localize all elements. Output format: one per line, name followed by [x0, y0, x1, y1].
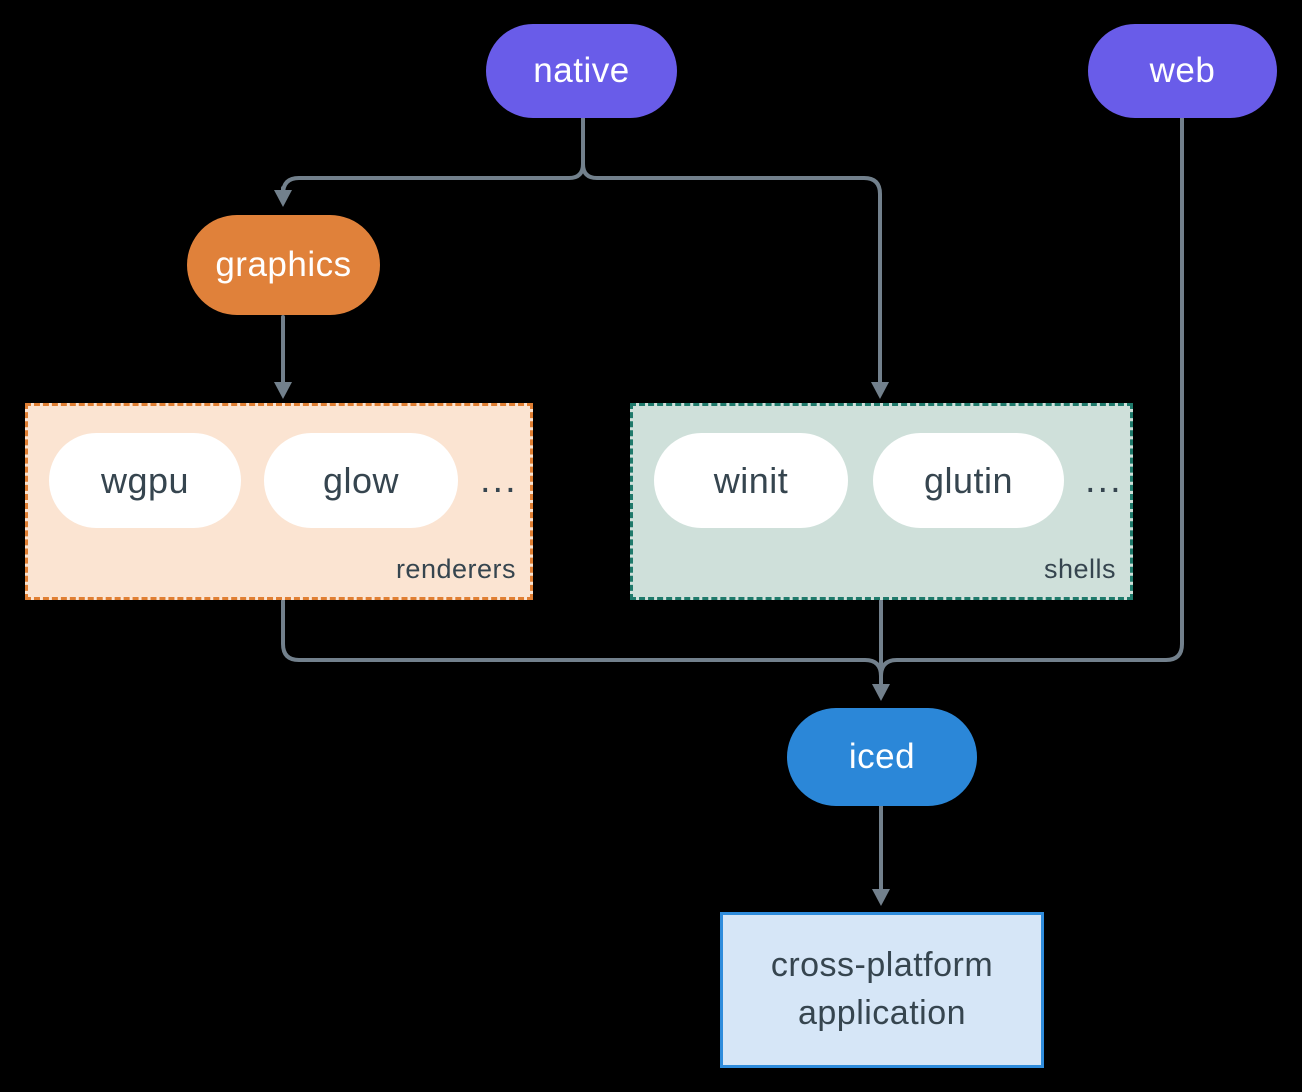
- node-cross-platform-application: cross-platform application: [720, 912, 1044, 1068]
- node-glow: glow: [264, 433, 458, 528]
- arrowhead-iced: [872, 684, 890, 701]
- node-glutin: glutin: [873, 433, 1064, 528]
- arrowhead-application: [872, 889, 890, 906]
- shells-ellipsis: ...: [1085, 459, 1123, 501]
- group-renderers-label: renderers: [395, 554, 516, 584]
- edge-renderers-to-iced: [281, 599, 883, 678]
- node-winit: winit: [654, 433, 848, 528]
- edge-native-to-shells: [581, 116, 882, 385]
- node-graphics: graphics: [187, 215, 380, 315]
- node-wgpu: wgpu: [49, 433, 241, 528]
- node-web: web: [1088, 24, 1277, 118]
- renderers-ellipsis: ...: [480, 459, 518, 501]
- arrowhead-shells: [871, 382, 889, 399]
- group-shells-label: shells: [1043, 554, 1116, 584]
- arrowhead-renderers: [274, 382, 292, 399]
- arrowhead-graphics: [274, 190, 292, 207]
- group-shells: winit glutin ... shells: [630, 403, 1133, 600]
- group-renderers: wgpu glow ... renderers: [25, 403, 533, 600]
- node-iced: iced: [787, 708, 977, 806]
- edge-native-to-graphics: [281, 116, 585, 196]
- node-native: native: [486, 24, 677, 118]
